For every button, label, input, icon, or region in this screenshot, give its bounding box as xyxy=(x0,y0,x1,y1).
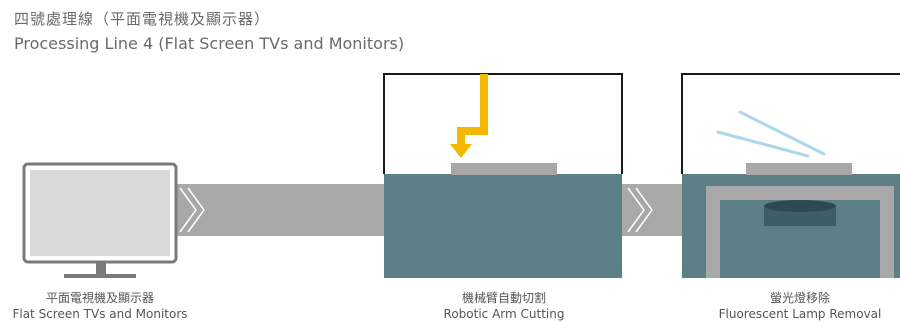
stage-label-en: Fluorescent Lamp Removal xyxy=(718,307,882,321)
stage-label-en: Robotic Arm Cutting xyxy=(443,307,565,321)
diagram-title-chinese: 四號處理線（平面電視機及顯示器） xyxy=(14,10,271,28)
stage-label-zh: 螢光燈移除 xyxy=(769,291,830,305)
stage-caption-robotic-arm: 機械臂自動切割 Robotic Arm Cutting xyxy=(404,290,604,322)
monitor-icon xyxy=(22,162,178,278)
lamp-removal-icon xyxy=(681,73,900,278)
stage-label-zh: 機械臂自動切割 xyxy=(461,291,546,305)
stage-label-zh: 平面電視機及顯示器 xyxy=(45,291,154,305)
stage-label-en: Flat Screen TVs and Monitors xyxy=(12,307,188,321)
robotic-arm-icon xyxy=(383,73,623,278)
conveyor-arrow-icon xyxy=(179,187,205,233)
conveyor-belt-2 xyxy=(620,184,682,236)
conveyor-arrow-icon xyxy=(627,187,653,233)
stage-caption-monitors: 平面電視機及顯示器 Flat Screen TVs and Monitors xyxy=(0,290,200,322)
diagram-title-english: Processing Line 4 (Flat Screen TVs and M… xyxy=(14,34,405,53)
stage-caption-lamp-removal: 螢光燈移除 Fluorescent Lamp Removal xyxy=(700,290,900,322)
conveyor-belt-1 xyxy=(150,184,386,236)
